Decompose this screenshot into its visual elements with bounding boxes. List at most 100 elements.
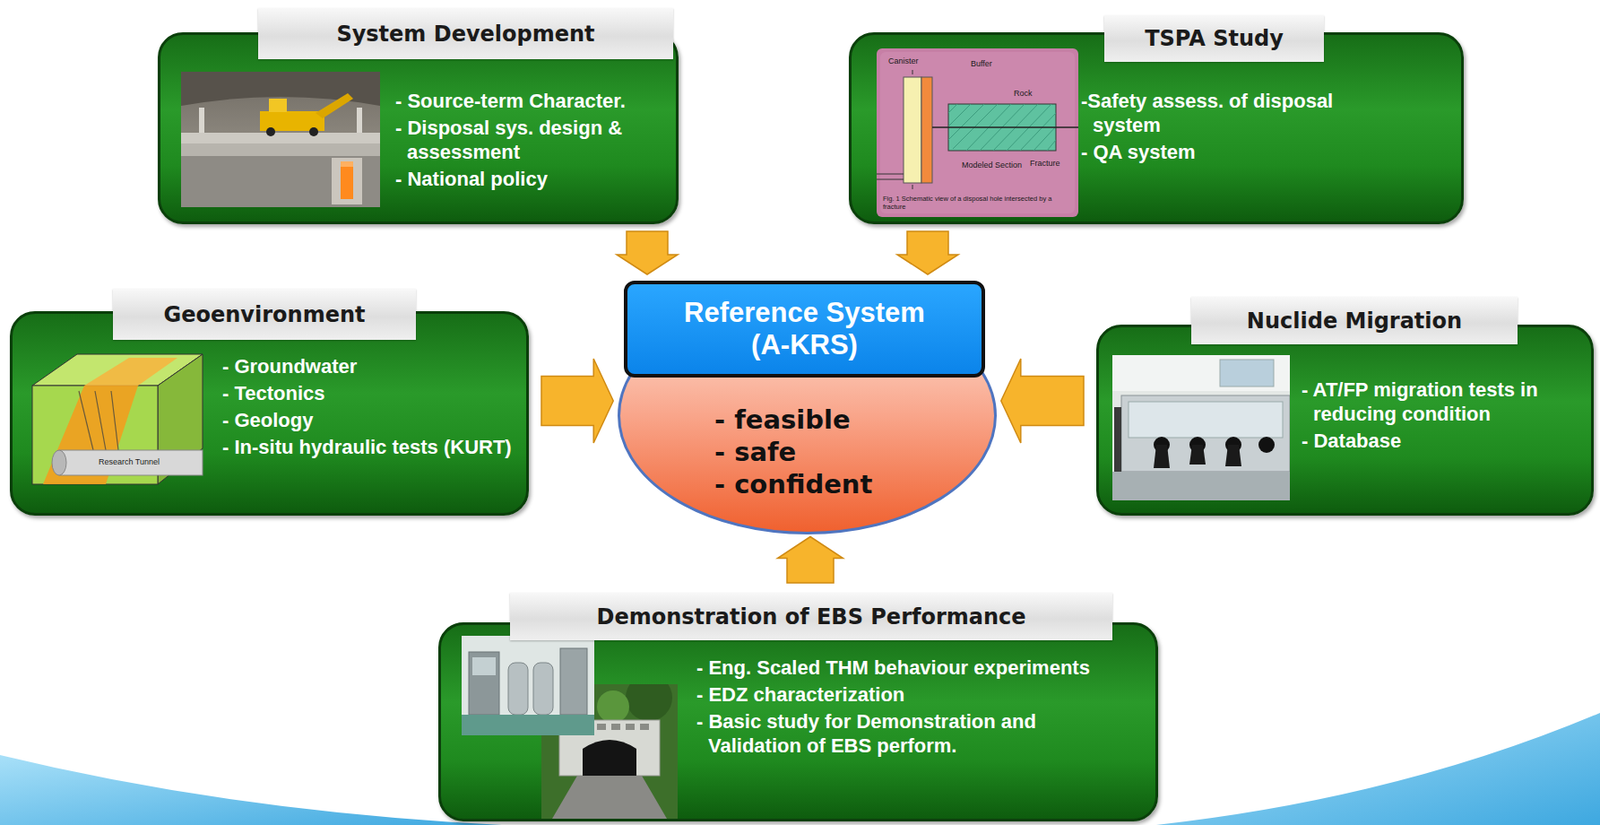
block-arrow (616, 231, 678, 275)
art-shape (95, 390, 106, 450)
art-shape (1219, 359, 1274, 387)
art-shape (625, 683, 673, 721)
goal-ellipse: - feasible- safe- confident Reference Sys… (616, 295, 998, 536)
thm-lab-photo (461, 635, 595, 736)
art-shape (932, 126, 1079, 129)
art-shape (78, 390, 94, 450)
bullet-item: - Source-term Character. (395, 88, 675, 113)
art-shape (876, 179, 904, 181)
reference-box: Reference System (A-KRS) (623, 280, 986, 378)
art-shape (1112, 471, 1290, 501)
bullet-item: - Basic study for Demonstration and Vali… (696, 709, 1127, 758)
figure-label: Fig. 1 Schematic view of a disposal hole… (882, 194, 1074, 211)
box-title: System Development (336, 21, 595, 47)
art-shape (468, 651, 500, 715)
art-shape (461, 635, 595, 736)
text-body: - feasible- safe- confident (714, 403, 984, 501)
art-shape (461, 714, 595, 736)
geology-block (23, 349, 208, 488)
block-arrow (1001, 358, 1084, 443)
art-shape (181, 71, 381, 208)
art-shape (84, 357, 178, 386)
block-arrow (778, 536, 844, 584)
art-shape (596, 723, 606, 730)
art-shape (268, 98, 287, 113)
art-shape (356, 107, 363, 133)
art-shape (51, 449, 67, 476)
art-shape (625, 723, 635, 730)
tspa-figure (876, 48, 1079, 217)
art-shape (876, 48, 1079, 217)
figure-label: Canister (887, 56, 920, 66)
art-shape (582, 739, 637, 776)
figure-label: Modeled Section (960, 160, 1023, 170)
bullet-item: - Tectonics (222, 380, 523, 406)
bullet-item: - Groundwater (222, 354, 523, 379)
art-shape (611, 723, 621, 730)
title-tab: Demonstration of EBS Performance (510, 592, 1113, 640)
box-title: Nuclide Migration (1246, 308, 1462, 334)
bullet-item: - Geology (222, 407, 523, 433)
bullet-item: - Database (1301, 428, 1544, 453)
figure-label: Rock (1012, 88, 1034, 98)
art-shape (340, 161, 354, 199)
art-shape (266, 127, 276, 137)
art-shape (640, 723, 649, 730)
art-shape (181, 143, 381, 208)
text-body: -Safety assess. of disposal system- QA s… (1081, 88, 1350, 167)
title-tab: System Development (258, 8, 674, 60)
figure-label: Research Tunnel (97, 457, 161, 467)
art-shape (59, 449, 203, 476)
art-shape (198, 107, 205, 133)
repository-illustration (181, 71, 381, 208)
title-tab: Nuclide Migration (1191, 296, 1518, 345)
art-shape (1114, 406, 1122, 472)
art-shape (1189, 444, 1206, 465)
block-arrow (897, 231, 959, 275)
art-shape (552, 775, 667, 819)
art-shape (1225, 444, 1242, 467)
bullet-item: - In-situ hydraulic tests (KURT) (222, 434, 523, 459)
figure-label: Buffer (969, 59, 994, 69)
text-body: - AT/FP migration tests in reducing cond… (1301, 377, 1544, 456)
art-shape (315, 93, 354, 119)
art-shape (340, 161, 354, 167)
art-shape (309, 127, 319, 137)
box-title: Geoenvironment (164, 302, 366, 328)
bullet-item: - EDZ characterization (696, 682, 1127, 707)
art-shape (1156, 712, 1600, 825)
bullet-item: - National policy (395, 166, 675, 191)
process-box: TSPA Study-Safety assess. of disposal sy… (848, 32, 1464, 225)
bullet-item: -Safety assess. of disposal system (1081, 88, 1350, 138)
art-shape (181, 132, 381, 144)
art-shape (533, 662, 554, 715)
art-shape (1112, 354, 1290, 501)
process-box: Demonstration of EBS Performance- Eng. S… (438, 622, 1159, 822)
bullet-item: - Disposal sys. design & assessment (395, 115, 675, 165)
art-shape (876, 173, 904, 175)
block-arrow (541, 358, 614, 443)
text-body: - Groundwater- Tectonics- Geology- In-si… (222, 354, 523, 462)
box-label: Reference System (A-KRS) (670, 296, 940, 362)
art-shape (880, 51, 1075, 214)
art-shape (596, 690, 630, 723)
art-shape (331, 157, 363, 205)
box-title: TSPA Study (1144, 25, 1284, 52)
art-shape (508, 662, 528, 715)
bullet-item: - AT/FP migration tests in reducing cond… (1301, 377, 1544, 426)
bullet-item: - Eng. Scaled THM behaviour experiments (696, 655, 1127, 680)
title-tab: Geoenvironment (112, 288, 416, 340)
art-shape (1121, 395, 1290, 472)
art-shape (1112, 354, 1290, 391)
text-body: - Eng. Scaled THM behaviour experiments-… (696, 655, 1127, 761)
art-shape (1258, 436, 1275, 453)
art-shape (1153, 444, 1170, 468)
goal-item: - confident (714, 467, 984, 501)
art-shape (921, 77, 933, 183)
art-shape (472, 657, 496, 675)
box-title: Demonstration of EBS Performance (596, 604, 1026, 630)
art-shape (560, 648, 588, 715)
text-body: - Source-term Character.- Disposal sys. … (395, 88, 675, 194)
art-shape (903, 77, 922, 183)
goal-item: - safe (714, 435, 984, 468)
